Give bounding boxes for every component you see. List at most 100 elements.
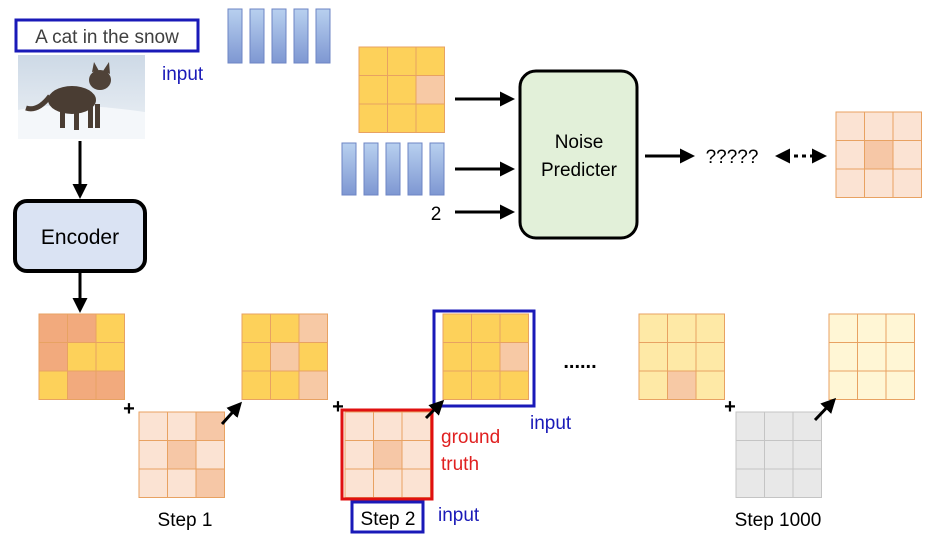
- arrow-step1-result: [220, 401, 243, 426]
- after-step2-cell: [471, 342, 501, 372]
- after-step1-cell: [298, 370, 328, 400]
- input-label-top: input: [162, 64, 204, 85]
- after-step2-cell: [442, 313, 472, 343]
- encoded-cell: [95, 313, 125, 343]
- predicter-input-cell: [358, 46, 388, 76]
- noise-step1000-cell: [735, 411, 765, 441]
- noise-step1000-cell: [792, 440, 822, 470]
- output-cell: [835, 140, 865, 170]
- predicter-input-cell: [387, 103, 417, 133]
- predicter-input-cell: [415, 75, 445, 105]
- noise-predicter-label-line1: Noise: [555, 132, 604, 153]
- final-cell: [828, 370, 858, 400]
- input-highlight-box: [432, 309, 536, 408]
- output-cell: [864, 140, 894, 170]
- noise-step1-cell: [138, 411, 168, 441]
- noise-step2-cell: [373, 440, 403, 470]
- grid-near-final-step: [638, 313, 725, 400]
- encoder-box: [13, 199, 147, 273]
- noise-step2-cell: [401, 468, 431, 498]
- text-embedding-vector-mid: [341, 142, 445, 196]
- step-number-label: 2: [431, 204, 442, 225]
- grid-noise-step2: [344, 411, 431, 498]
- final-cell: [885, 313, 915, 343]
- predicter-input-cell: [358, 75, 388, 105]
- final-cell: [857, 313, 887, 343]
- after-step1-cell: [270, 342, 300, 372]
- noise-predicter-box: [518, 69, 639, 240]
- input-label-bottom: input: [438, 505, 480, 526]
- final-cell: [828, 313, 858, 343]
- encoded-cell: [38, 370, 68, 400]
- output-cell: [892, 111, 922, 141]
- noise-step1-cell: [167, 440, 197, 470]
- step2-label-box: [350, 500, 425, 534]
- ground-truth-label-line1: ground: [441, 427, 500, 448]
- output-cell: [892, 140, 922, 170]
- grid-after-step2: [442, 313, 529, 400]
- plus-sign-2: +: [332, 396, 344, 418]
- noise-step1000-cell: [792, 468, 822, 498]
- ellipsis: ......: [563, 351, 596, 373]
- after-step1-cell: [241, 313, 271, 343]
- noise-step1000-cell: [764, 468, 794, 498]
- noise-step1-cell: [195, 411, 225, 441]
- after-step2-cell: [442, 342, 472, 372]
- noise-step1000-cell: [735, 440, 765, 470]
- noise-step1000-cell: [735, 468, 765, 498]
- grid-after-step1: [241, 313, 328, 400]
- after-step1-cell: [270, 313, 300, 343]
- noise-step1-cell: [167, 411, 197, 441]
- noise-step1-cell: [195, 440, 225, 470]
- encoder-label: Encoder: [41, 226, 119, 249]
- output-cell: [864, 168, 894, 198]
- noise-step1-cell: [138, 440, 168, 470]
- step1-label: Step 1: [158, 510, 213, 531]
- after-step1-cell: [270, 370, 300, 400]
- predicter-input-cell: [358, 103, 388, 133]
- noise-predicter-label-line2: Predicter: [541, 160, 618, 181]
- after-step2-cell: [499, 342, 529, 372]
- arrow-step2-result: [424, 399, 445, 420]
- after-step2-cell: [471, 370, 501, 400]
- grid-after-step1000: [828, 313, 915, 400]
- plus-sign-1: +: [123, 398, 135, 420]
- predicter-input-cell: [387, 75, 417, 105]
- step1000-label: Step 1000: [735, 510, 822, 531]
- noise-step1000-cell: [764, 440, 794, 470]
- predicter-input-cell: [415, 46, 445, 76]
- after-step1-cell: [298, 342, 328, 372]
- predicter-input-cell: [415, 103, 445, 133]
- grid-encoded-latent: [38, 313, 125, 400]
- near-end-cell: [667, 370, 697, 400]
- final-cell: [857, 342, 887, 372]
- noise-step2-cell: [344, 440, 374, 470]
- after-step1-cell: [298, 313, 328, 343]
- final-cell: [857, 370, 887, 400]
- after-step2-cell: [471, 313, 501, 343]
- grid-predicted-noise-target: [835, 111, 922, 198]
- after-step1-cell: [241, 370, 271, 400]
- near-end-cell: [667, 342, 697, 372]
- text-embedding-vector-top: [227, 8, 331, 64]
- output-cell: [864, 111, 894, 141]
- predicter-input-cell: [387, 46, 417, 76]
- prompt-box: [14, 18, 200, 53]
- encoded-cell: [67, 313, 97, 343]
- encoded-cell: [95, 370, 125, 400]
- near-end-cell: [667, 313, 697, 343]
- unknown-output-label: ?????: [706, 147, 759, 168]
- ground-truth-highlight-box: [340, 408, 434, 501]
- encoded-cell: [67, 370, 97, 400]
- final-cell: [885, 342, 915, 372]
- plus-sign-3: +: [724, 396, 736, 418]
- noise-step1-cell: [138, 468, 168, 498]
- ground-truth-label-line2: truth: [441, 454, 479, 475]
- encoded-cell: [67, 342, 97, 372]
- noise-step2-cell: [373, 468, 403, 498]
- grid-predicter-input: [358, 46, 445, 133]
- after-step2-cell: [499, 313, 529, 343]
- after-step1-cell: [241, 342, 271, 372]
- output-cell: [835, 168, 865, 198]
